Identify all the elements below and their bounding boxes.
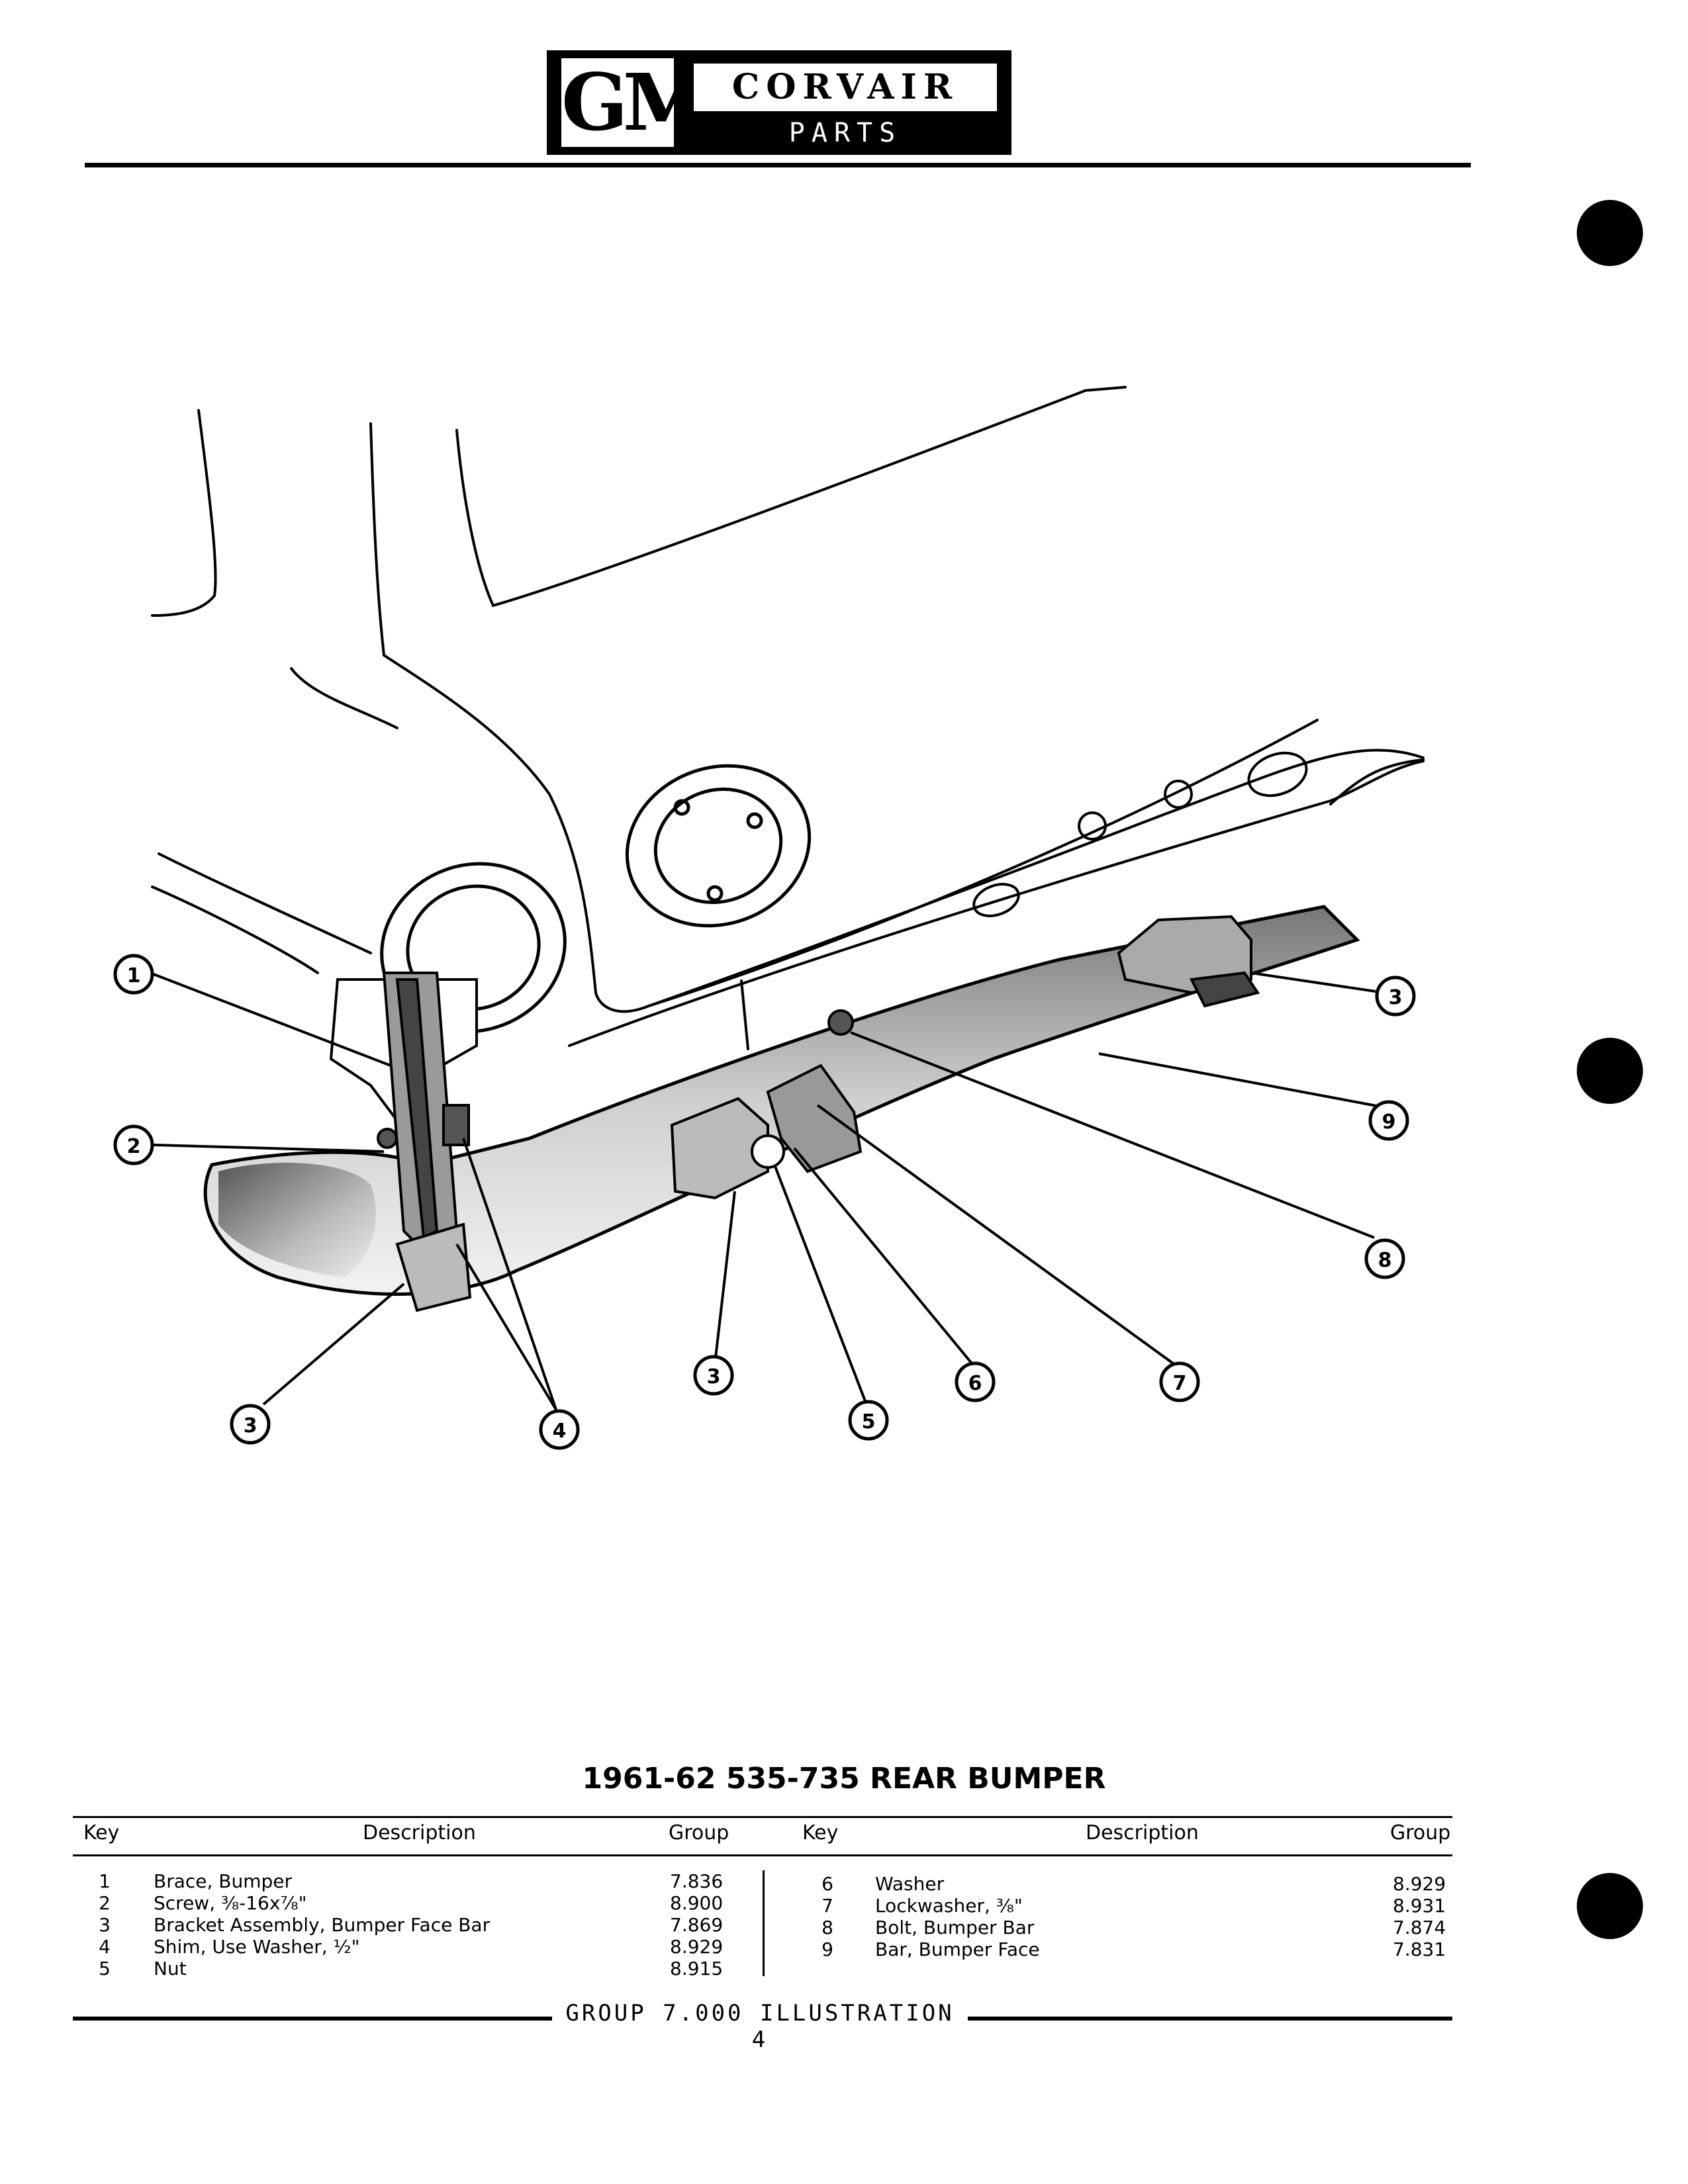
footer-caption: GROUP 7.000 ILLUSTRATION 4 (565, 2000, 955, 2053)
binder-hole-bottom (1577, 1873, 1643, 1939)
binder-hole-top (1577, 200, 1643, 266)
header-description-left: Description (363, 1821, 476, 1844)
callout-label: 1 (127, 964, 141, 987)
bracket-assembly-right (1117, 915, 1260, 1008)
callout-9: 9 (1368, 1100, 1409, 1141)
catalogue-title: CORVAIR (694, 64, 997, 111)
row-group: 7.869 (670, 1914, 724, 1936)
callout-label: 5 (862, 1410, 876, 1433)
row-key: 4 (99, 1936, 111, 1958)
callout-label: 4 (553, 1420, 567, 1443)
row-group: 8.929 (1393, 1873, 1446, 1895)
callout-5: 5 (848, 1400, 889, 1441)
header-rule (85, 163, 1471, 167)
row-key: 9 (821, 1938, 833, 1960)
callout-4: 4 (539, 1409, 580, 1450)
bumper-end-shading (218, 1162, 376, 1277)
row-description: Washer (875, 1873, 945, 1895)
row-key: 3 (99, 1914, 111, 1936)
footer-rule-right (968, 2017, 1452, 2021)
row-group: 8.900 (670, 1892, 724, 1914)
callout-3-center: 3 (693, 1355, 734, 1396)
header-key-left: Key (83, 1821, 120, 1844)
row-group: 8.929 (670, 1936, 724, 1958)
callout-label: 9 (1382, 1111, 1396, 1134)
row-description: Lockwasher, ⅜" (875, 1895, 1023, 1917)
row-key: 2 (99, 1892, 111, 1914)
callout-8: 8 (1364, 1238, 1405, 1279)
callout-label: 3 (1389, 986, 1403, 1009)
parts-title: 1961-62 535-735 REAR BUMPER (582, 1762, 1106, 1796)
callout-6: 6 (955, 1361, 996, 1402)
row-description: Bar, Bumper Face (875, 1938, 1040, 1960)
table-column-divider (763, 1870, 765, 1976)
row-group: 7.836 (670, 1870, 724, 1892)
header-key-right: Key (802, 1821, 839, 1844)
callout-3-right: 3 (1375, 976, 1416, 1017)
tail-light-center (625, 764, 812, 928)
row-description: Screw, ⅜-16x⅞" (154, 1892, 307, 1914)
row-group: 7.874 (1393, 1917, 1446, 1938)
callout-1: 1 (113, 954, 154, 995)
row-description: Bracket Assembly, Bumper Face Bar (154, 1914, 491, 1936)
row-group: 8.915 (670, 1958, 724, 1979)
row-description: Bolt, Bumper Bar (875, 1917, 1035, 1938)
header-group-right: Group (1390, 1821, 1451, 1844)
leader-lines (153, 972, 1381, 1411)
table-top-rule (73, 1816, 1452, 1818)
callout-label: 6 (968, 1372, 982, 1395)
row-description: Shim, Use Washer, ½" (154, 1936, 360, 1958)
row-key: 6 (821, 1873, 833, 1895)
header-group-left: Group (669, 1821, 729, 1844)
callout-2: 2 (113, 1124, 154, 1165)
callout-label: 8 (1378, 1249, 1392, 1272)
bracket-assembly-center (670, 1009, 863, 1200)
row-key: 1 (99, 1870, 111, 1892)
row-group: 8.931 (1393, 1895, 1446, 1917)
footer-rule-left (73, 2017, 552, 2021)
exhaust-outlets (972, 751, 1308, 917)
binder-hole-middle (1577, 1038, 1643, 1104)
row-key: 5 (99, 1958, 111, 1979)
callout-label: 7 (1173, 1372, 1187, 1395)
row-description: Nut (154, 1958, 187, 1979)
row-key: 8 (821, 1917, 833, 1938)
callout-3-left: 3 (230, 1404, 271, 1445)
callout-label: 2 (127, 1135, 141, 1158)
brace-bumper-left (329, 972, 478, 1312)
gm-logo-box: GM CORVAIR PARTS CATALOGUE (547, 50, 1011, 181)
callout-7: 7 (1159, 1361, 1200, 1402)
callout-label: 3 (244, 1414, 258, 1437)
car-body-outline (151, 386, 1425, 1050)
row-key: 7 (821, 1895, 833, 1917)
callout-label: 3 (707, 1365, 721, 1388)
header-description-right: Description (1086, 1821, 1199, 1844)
row-description: Brace, Bumper (154, 1870, 293, 1892)
row-group: 7.831 (1393, 1938, 1446, 1960)
table-header-rule (73, 1854, 1452, 1856)
